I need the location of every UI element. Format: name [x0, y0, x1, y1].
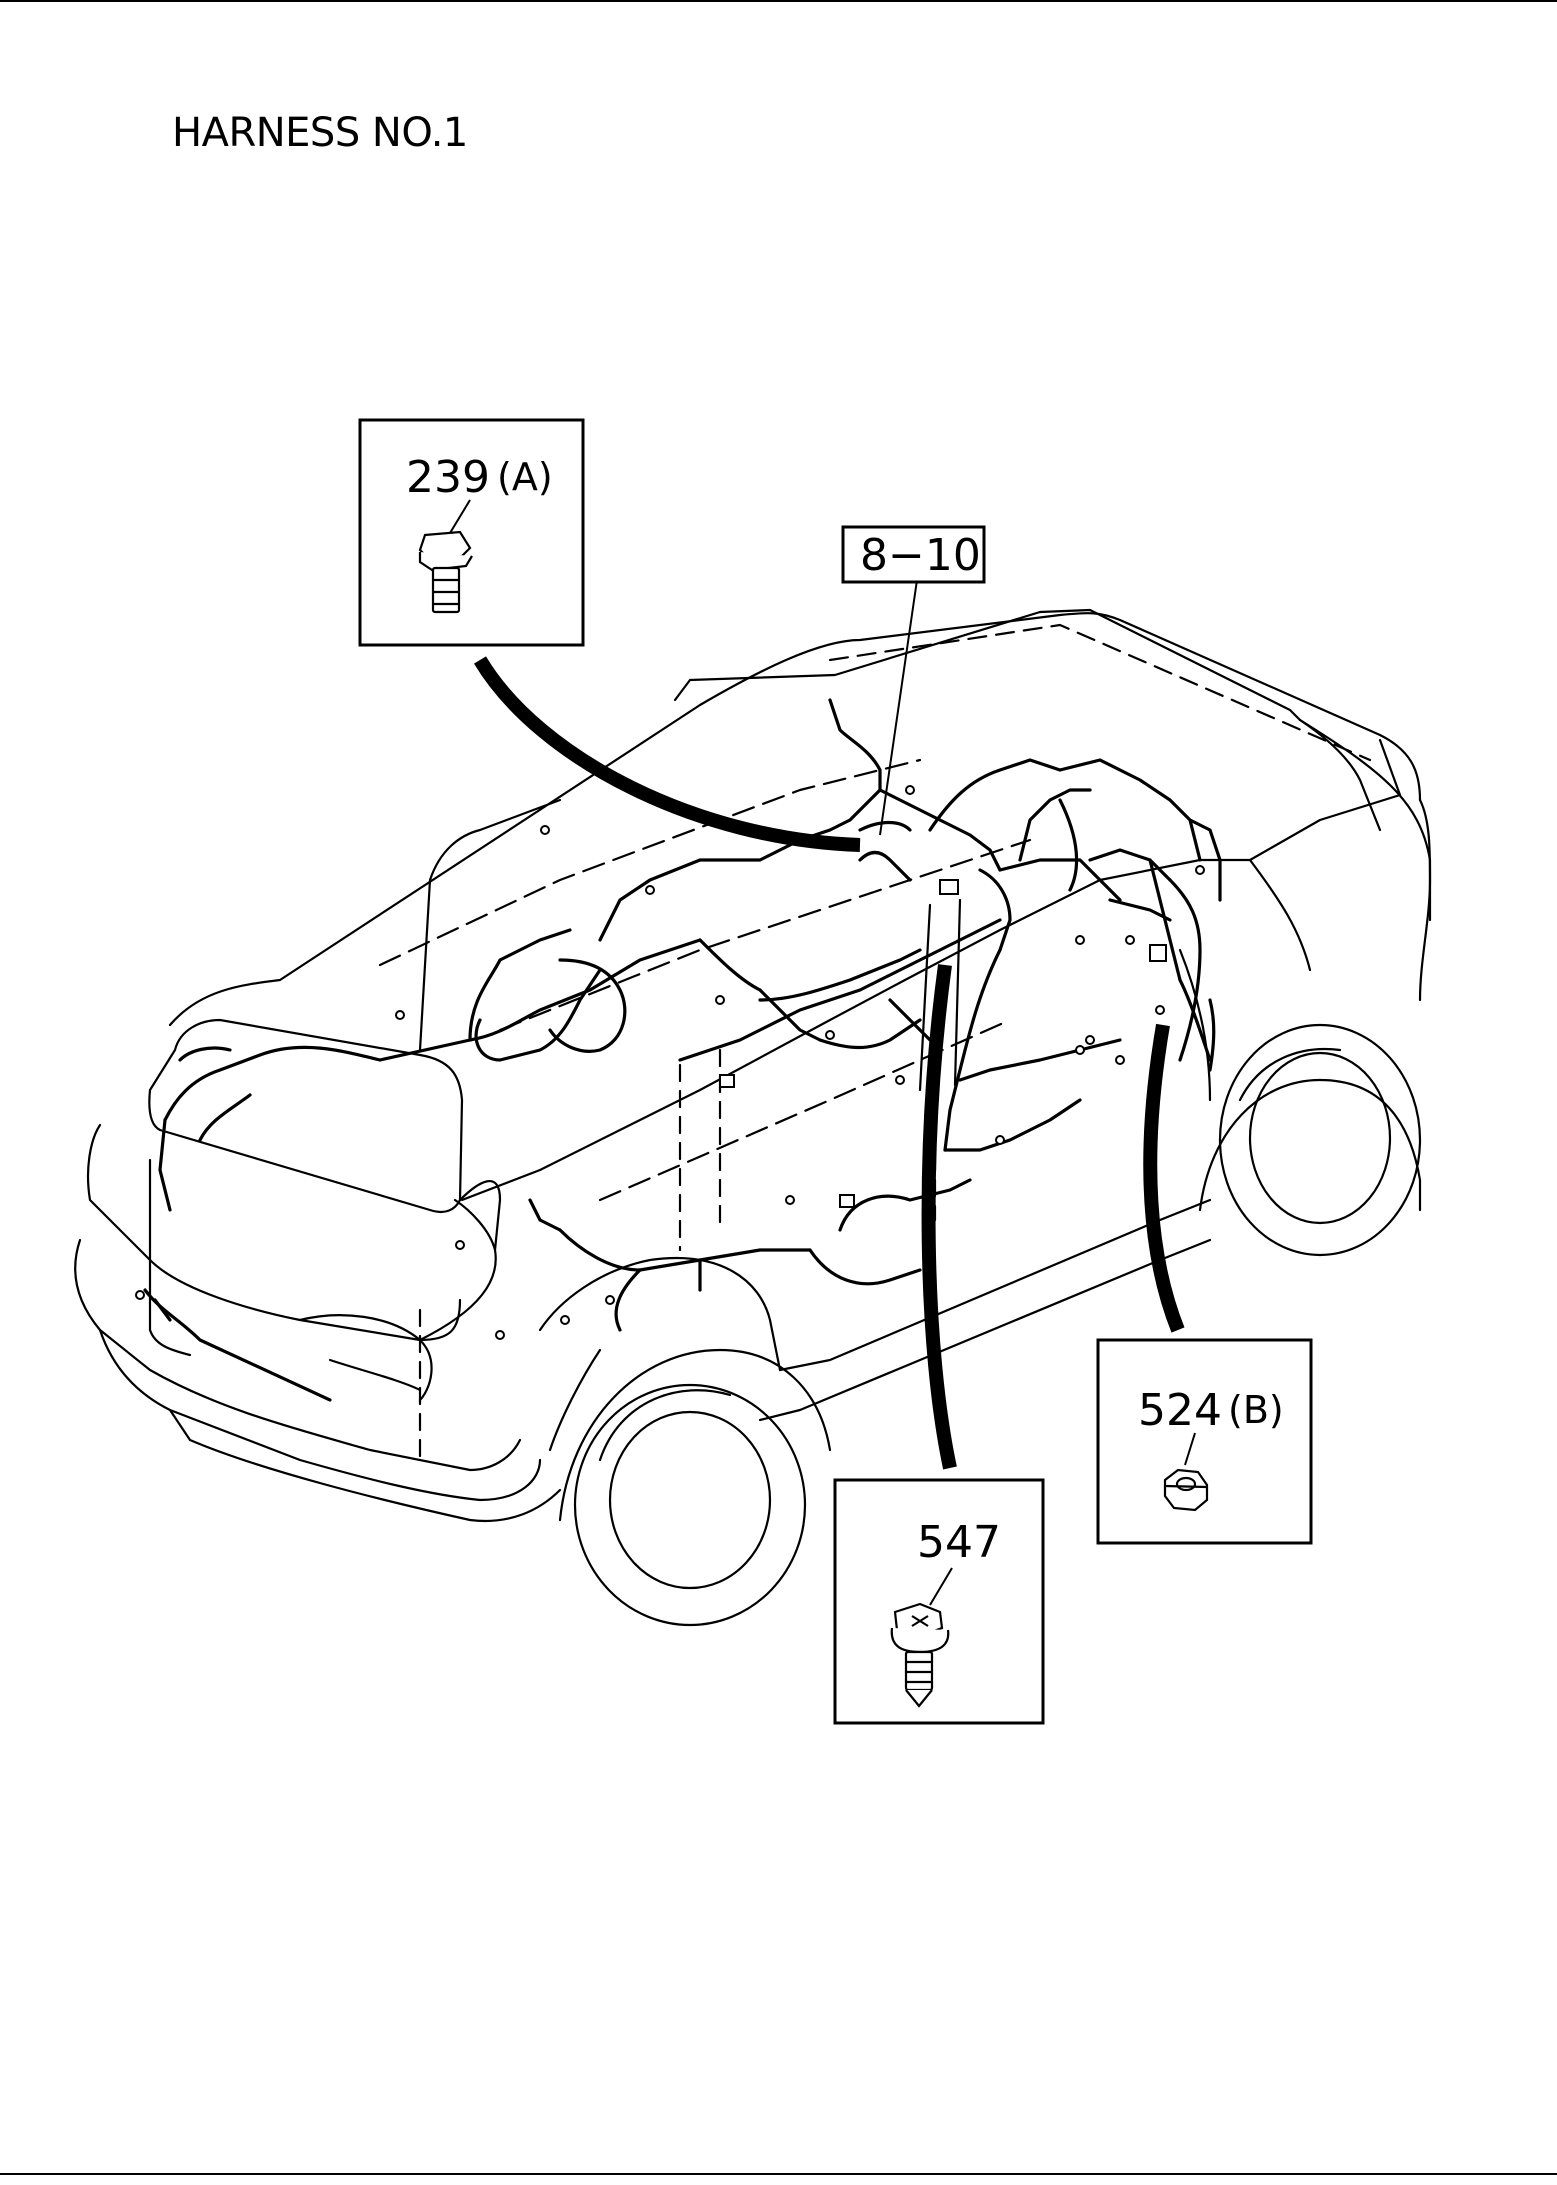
- leader-239: [474, 656, 861, 852]
- callout-524-box: 524 (B): [1096, 1338, 1313, 1545]
- callout-547-box: 547: [833, 1478, 1045, 1725]
- callout-239-box: 239 (A): [358, 418, 585, 647]
- leader-lines: [474, 579, 1185, 1470]
- reference-box: 8−10: [841, 525, 986, 584]
- harness-connectors: [135, 785, 1205, 1340]
- nut-icon: [1163, 1468, 1209, 1512]
- reference-label: 8−10: [860, 530, 981, 581]
- self-tapping-bolt-icon: [890, 1602, 950, 1708]
- leader-524: [1143, 1023, 1185, 1333]
- bottom-border: [0, 2173, 1557, 2175]
- callout-524-suffix: (B): [1228, 1388, 1284, 1432]
- vehicle-outline: [74, 608, 1432, 1627]
- callout-239-suffix: (A): [497, 455, 553, 499]
- wiring-harness: [143, 698, 1222, 1402]
- callout-524-number: 524: [1138, 1385, 1222, 1436]
- leader-ref: [879, 579, 918, 836]
- top-border: [0, 0, 1557, 2]
- callout-547-number: 547: [917, 1517, 1001, 1568]
- diagram-title: HARNESS NO.1: [172, 110, 468, 156]
- callout-239-number: 239: [406, 452, 490, 503]
- bolt-icon: [418, 530, 473, 614]
- leader-547: [921, 964, 957, 1470]
